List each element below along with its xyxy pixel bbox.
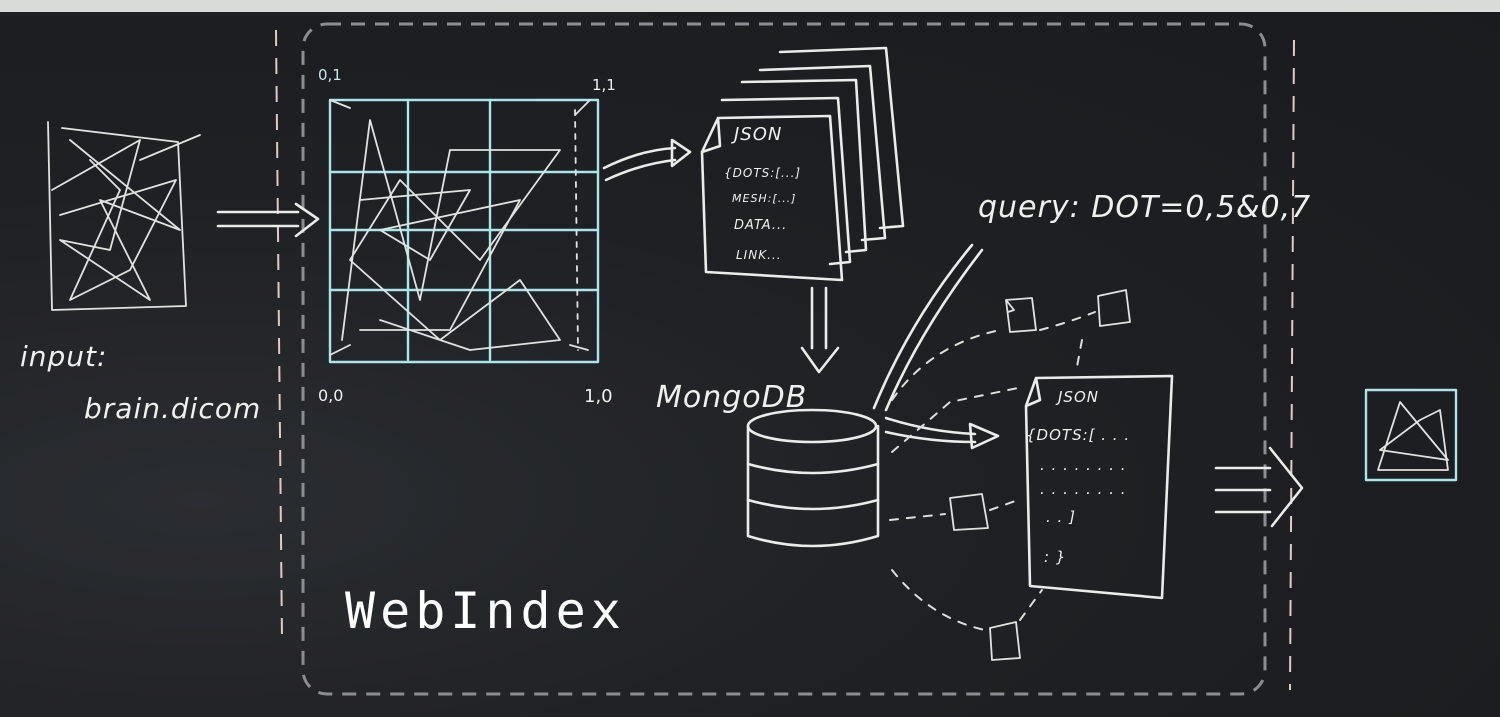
- arrow-grid-to-json: [602, 138, 692, 182]
- arrow-input-to-grid: [216, 202, 320, 238]
- database-cylinder: [746, 408, 880, 548]
- result-json-page: [1024, 374, 1174, 600]
- json-document-stack: [700, 46, 905, 282]
- result-json-line-1: {DOTS:[ . . .: [1026, 426, 1131, 444]
- grid-corner-top-left: 0,1: [318, 66, 342, 84]
- query-arrow: [872, 243, 1000, 450]
- left-boundary-line: [275, 29, 283, 641]
- json-doc-field-link: LINK...: [736, 248, 782, 262]
- arrow-to-output: [1214, 446, 1304, 528]
- grid-corner-top-right: 1,1: [592, 76, 616, 94]
- grid-sketch: [328, 98, 600, 364]
- input-mesh-sketch: [47, 121, 201, 311]
- database-label: MongoDB: [656, 380, 808, 415]
- small-document-icons: [949, 289, 1131, 661]
- arrow-json-to-db: [800, 286, 840, 374]
- json-doc-header: JSON: [734, 124, 783, 145]
- result-json-line-2: . . . . . . . .: [1040, 456, 1127, 474]
- json-doc-field-mesh: MESH:[...]: [732, 192, 797, 205]
- right-boundary-line: [1289, 39, 1295, 691]
- output-mesh-thumbnail: [1364, 388, 1458, 482]
- result-json-line-4: . . ]: [1046, 508, 1076, 526]
- result-json-header: JSON: [1058, 388, 1099, 406]
- dashed-links: [889, 311, 1096, 631]
- grid-corner-bottom-left: 0,0: [318, 386, 344, 405]
- result-json-line-3: . . . . . . . .: [1040, 480, 1127, 498]
- webindex-title: WebIndex: [345, 582, 626, 640]
- json-doc-field-dots: {DOTS:[...]: [724, 166, 802, 180]
- grid-corner-bottom-right: 1,0: [584, 386, 613, 407]
- input-label: input:: [20, 340, 108, 373]
- result-json-line-5: : }: [1044, 548, 1067, 566]
- json-doc-field-data: DATA...: [734, 218, 788, 233]
- query-text: query: DOT=0,5&0,7: [978, 190, 1312, 225]
- webindex-frame: [301, 22, 1267, 696]
- input-file-name: brain.dicom: [84, 392, 262, 425]
- wall-strip: [0, 0, 1500, 12]
